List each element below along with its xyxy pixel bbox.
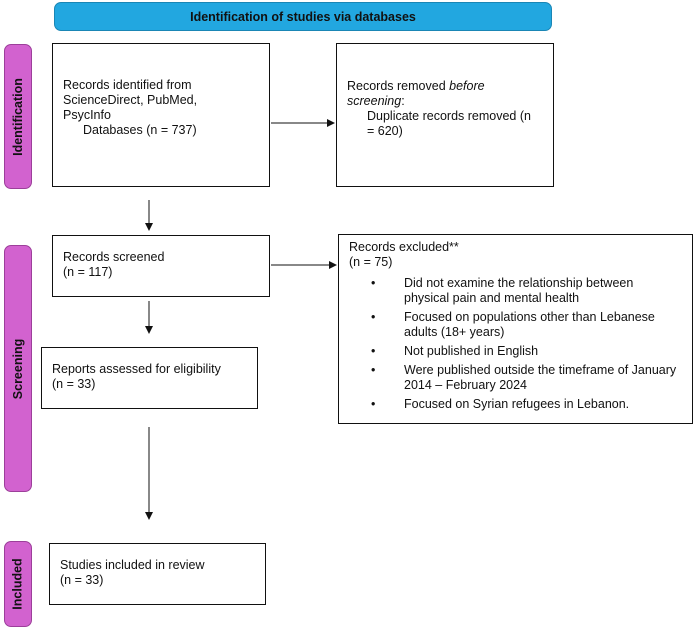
header-title: Identification of studies via databases: [190, 9, 416, 24]
assessed-box: Reports assessed for eligibility (n = 33…: [41, 347, 258, 409]
identified-line: PsycInfo: [63, 108, 111, 122]
screened-label: Records screened: [63, 250, 165, 264]
exclusion-reason: • Focused on Syrian refugees in Lebanon.: [371, 397, 630, 411]
exclusion-reason: • Were published outside the timeframe o…: [371, 363, 677, 392]
header-bar: Identification of studies via databases: [54, 2, 552, 31]
screened-count: (n = 117): [63, 265, 113, 279]
exclusion-reason: • Did not examine the relationship betwe…: [371, 276, 634, 305]
assessed-label: Reports assessed for eligibility: [52, 362, 221, 376]
removed-duplicates: Duplicate records removed (n: [367, 109, 531, 123]
bullet-icon: •: [371, 397, 376, 411]
bullet-icon: •: [371, 310, 376, 324]
included-label: Studies included in review: [60, 558, 205, 572]
removed-duplicates-count: = 620): [367, 124, 403, 138]
exclusion-reasons: • Did not examine the relationship betwe…: [349, 276, 682, 412]
stage-identification: Identification: [4, 44, 32, 189]
identified-line: Records identified from: [63, 78, 192, 92]
exclusion-reason: • Not published in English: [371, 344, 539, 358]
identified-count: Databases (n = 737): [83, 123, 197, 137]
assessed-count: (n = 33): [52, 377, 96, 391]
excluded-box: Records excluded** (n = 75) • Did not ex…: [338, 234, 693, 424]
included-box: Studies included in review (n = 33): [49, 543, 266, 605]
exclusion-reason: • Focused on populations other than Leba…: [371, 310, 655, 339]
stage-screening: Screening: [4, 245, 32, 492]
stage-included: Included: [4, 541, 32, 627]
bullet-icon: •: [371, 344, 376, 358]
excluded-title: Records excluded**: [349, 240, 459, 254]
excluded-count: (n = 75): [349, 255, 393, 269]
bullet-icon: •: [371, 363, 376, 377]
identified-line: ScienceDirect, PubMed,: [63, 93, 198, 107]
screened-box: Records screened (n = 117): [52, 235, 270, 297]
identified-box: Records identified from ScienceDirect, P…: [52, 43, 270, 187]
removed-line1: Records removed before: [347, 79, 485, 93]
removed-line2: screening:: [347, 94, 405, 108]
bullet-icon: •: [371, 276, 376, 290]
removed-box: Records removed before screening: Duplic…: [336, 43, 554, 187]
included-count: (n = 33): [60, 573, 104, 587]
